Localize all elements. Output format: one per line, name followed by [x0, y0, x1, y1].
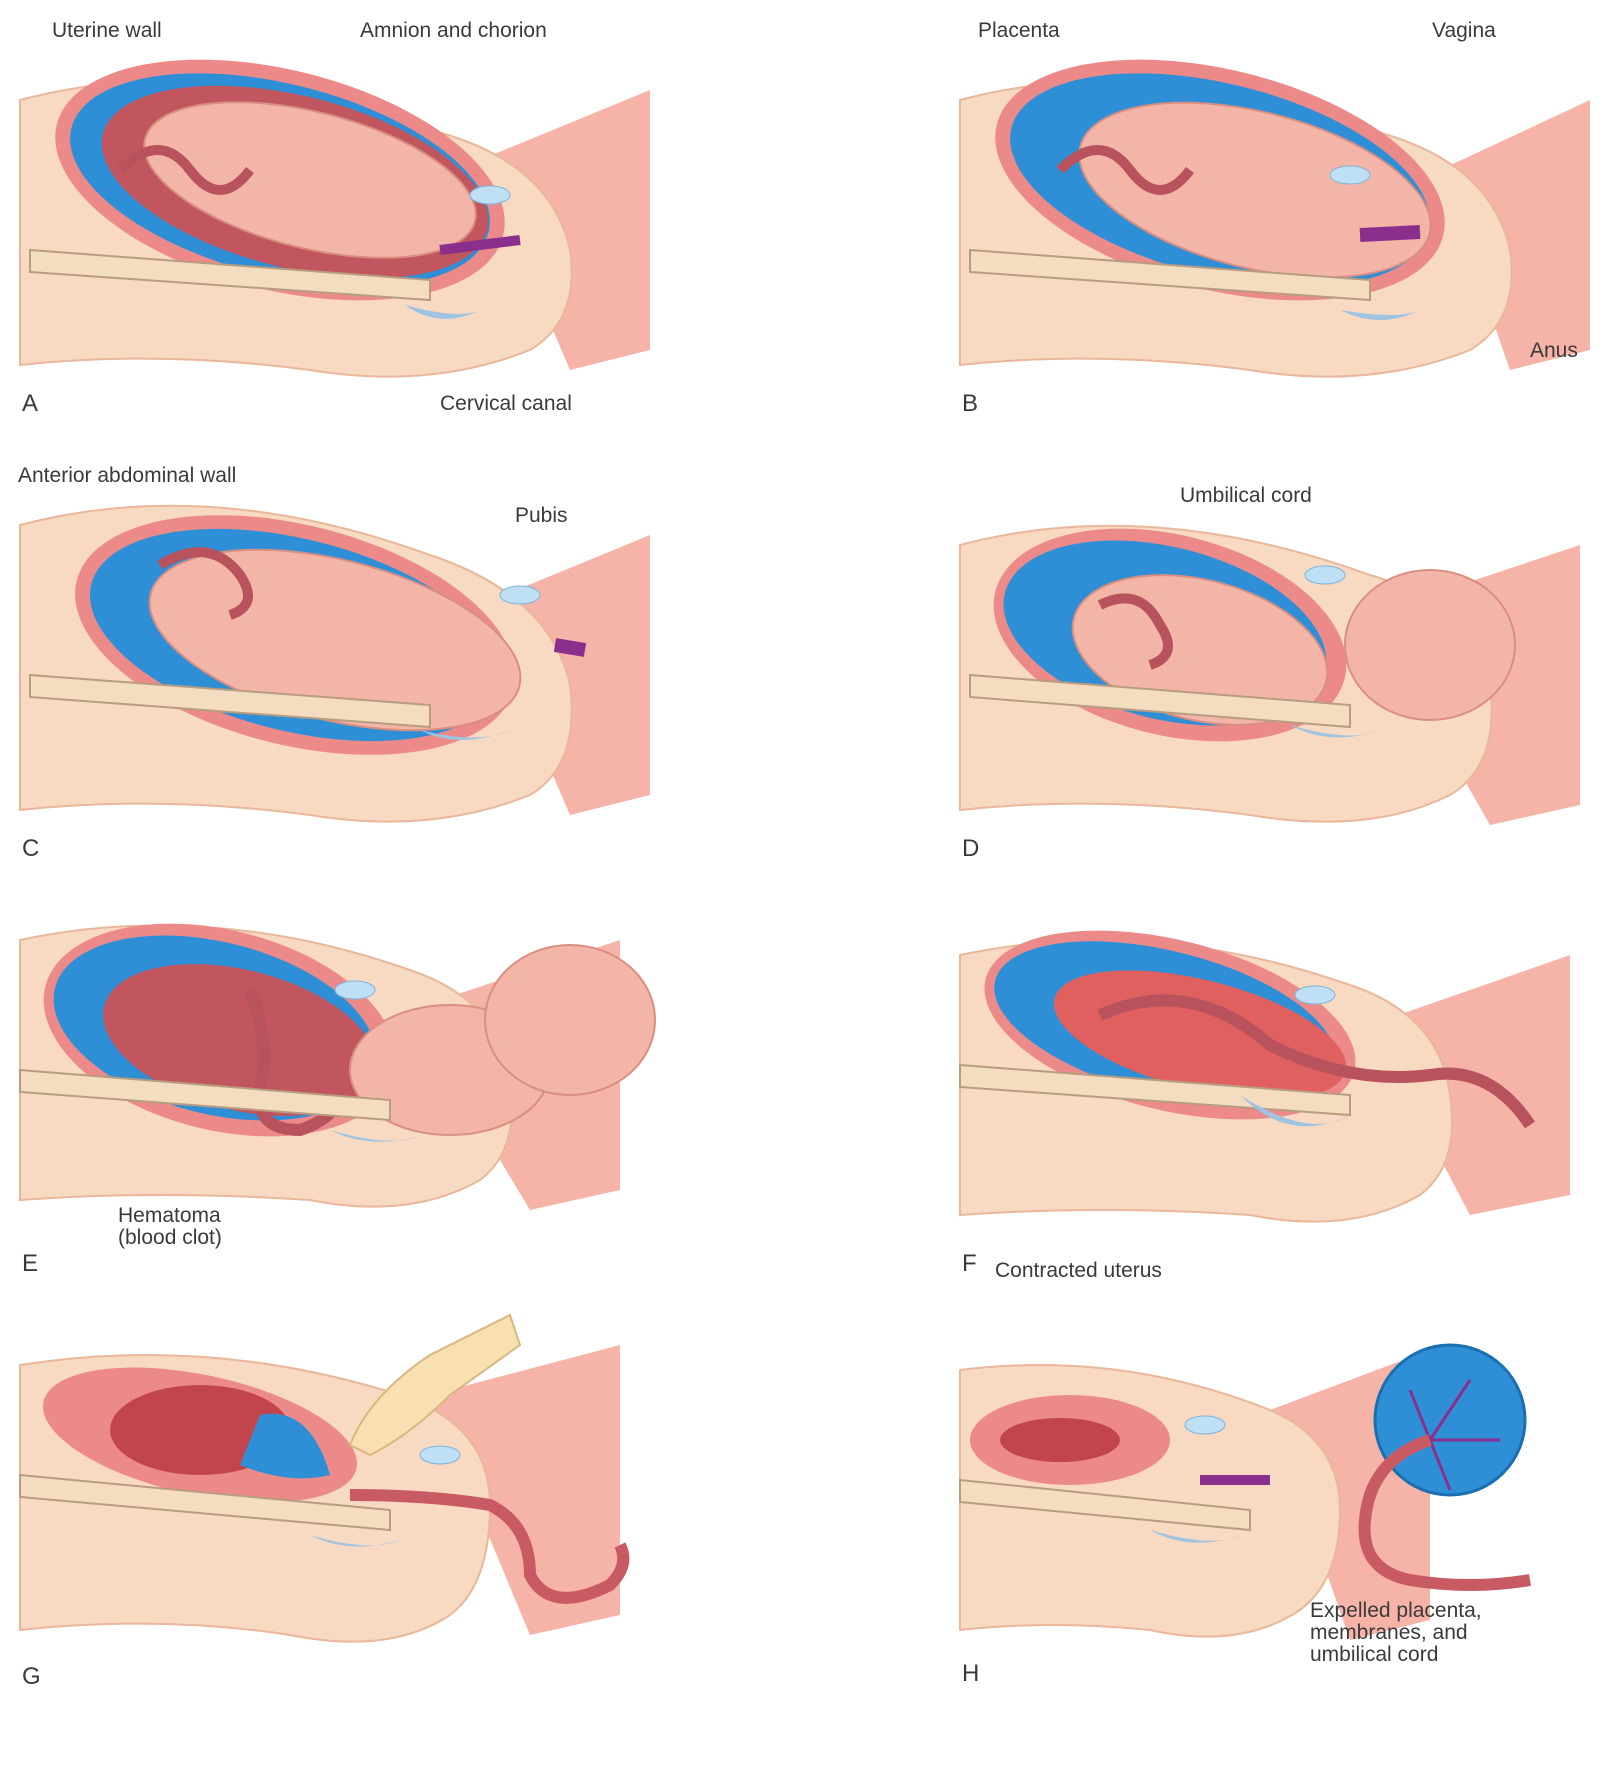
- expelled-placenta: [1373, 1343, 1527, 1497]
- panel-g: Hematoma (blood clot) G: [10, 1204, 790, 1725]
- labor-stage-illustration: [959, 59, 1590, 378]
- spine: [29, 248, 431, 302]
- umbilical-cord: [157, 547, 253, 620]
- panel-letter: A: [22, 390, 39, 417]
- label-vagina: Vagina: [1432, 19, 1496, 42]
- labor-stage-illustration: [19, 59, 650, 378]
- label-anterior-abdominal-wall: Anterior abdominal wall: [18, 464, 237, 487]
- fetal-head: [1344, 569, 1516, 721]
- labor-stage-illustration: [19, 1313, 630, 1643]
- labor-stage-illustration: [19, 504, 650, 823]
- label-anus: Anus: [1530, 339, 1578, 362]
- umbilical-cord: [349, 1489, 630, 1604]
- panel-letter: H: [962, 1660, 980, 1687]
- pubis: [419, 1445, 461, 1465]
- label-amnion-chorion: Amnion and chorion: [360, 19, 547, 42]
- label-umbilical-cord-expelled: umbilical cord: [1310, 1643, 1439, 1666]
- panel-letter: G: [22, 1663, 41, 1690]
- panel-f: F: [950, 915, 1621, 1355]
- fetus: [143, 101, 477, 259]
- hand: [348, 1313, 522, 1457]
- amniotic-fluid: [240, 1413, 330, 1479]
- spine: [19, 1068, 391, 1122]
- panel-letter: F: [962, 1250, 977, 1277]
- panel-b: Placenta Vagina Anus B: [950, 19, 1621, 460]
- spine: [19, 1473, 391, 1532]
- back-wall: [1370, 955, 1570, 1215]
- umbilical-cord: [1056, 145, 1194, 195]
- umbilical-cord: [116, 145, 254, 195]
- labor-stage-illustration: [959, 1343, 1531, 1640]
- cervix: [439, 235, 521, 255]
- uterine-cavity: [103, 964, 377, 1116]
- label-placenta: Placenta: [978, 19, 1060, 42]
- back-wall: [430, 1345, 620, 1635]
- label-blood-clot: (blood clot): [118, 1226, 222, 1249]
- pubis: [334, 980, 376, 1000]
- placental-vessels: [1408, 1379, 1500, 1491]
- panel-d: Umbilical cord D: [950, 484, 1621, 925]
- labor-stage-illustration: [959, 930, 1570, 1223]
- bladder: [1150, 1530, 1240, 1543]
- labor-stage-illustration: [19, 923, 656, 1210]
- label-contracted-uterus: Contracted uterus: [995, 1259, 1162, 1282]
- label-pubis: Pubis: [515, 504, 568, 527]
- bladder: [405, 305, 480, 319]
- umbilical-cord: [1097, 593, 1173, 670]
- cervix: [553, 638, 587, 657]
- bladder: [1340, 310, 1420, 320]
- panel-c: Anterior abdominal wall Pubis C: [10, 464, 790, 905]
- panel-h: Contracted uterus Expelled placenta, mem…: [950, 1259, 1621, 1770]
- panel-letter: E: [22, 1250, 39, 1277]
- labor-stage-illustration: [959, 524, 1580, 825]
- back-wall: [1440, 100, 1590, 370]
- umbilical-cord: [1358, 1434, 1531, 1591]
- spine: [969, 248, 1371, 302]
- bladder: [330, 1130, 420, 1142]
- fetus: [1078, 101, 1432, 279]
- pubis: [1184, 1415, 1226, 1435]
- panel-letter: D: [962, 835, 980, 862]
- spine: [959, 1478, 1251, 1532]
- label-hematoma: Hematoma: [118, 1204, 221, 1227]
- bladder: [310, 1535, 400, 1547]
- label-membranes: membranes, and: [1310, 1621, 1468, 1644]
- pubis: [1329, 165, 1371, 185]
- panel-a: Uterine wall Amnion and chorion Cervical…: [10, 19, 790, 460]
- pubis: [1294, 985, 1336, 1005]
- panel-e: E: [10, 900, 790, 1340]
- label-umbilical-cord: Umbilical cord: [1180, 484, 1312, 507]
- label-uterine-wall: Uterine wall: [52, 19, 162, 42]
- pubis: [499, 585, 541, 605]
- label-expelled-placenta: Expelled placenta,: [1310, 1599, 1482, 1622]
- spine: [969, 673, 1351, 729]
- label-cervical-canal: Cervical canal: [440, 392, 572, 415]
- vagina: [1359, 225, 1421, 242]
- bladder: [1290, 725, 1380, 738]
- bladder: [420, 730, 510, 740]
- pubis: [1304, 565, 1346, 585]
- spine: [29, 673, 431, 729]
- panel-letter: C: [22, 835, 40, 862]
- umbilical-cord: [244, 987, 346, 1137]
- bladder: [1240, 1095, 1350, 1127]
- umbilical-cord: [1097, 994, 1535, 1129]
- pubis: [469, 185, 511, 205]
- uterine-cavity: [1000, 1418, 1120, 1462]
- newborn-head: [484, 944, 656, 1096]
- panel-letter: B: [962, 390, 979, 417]
